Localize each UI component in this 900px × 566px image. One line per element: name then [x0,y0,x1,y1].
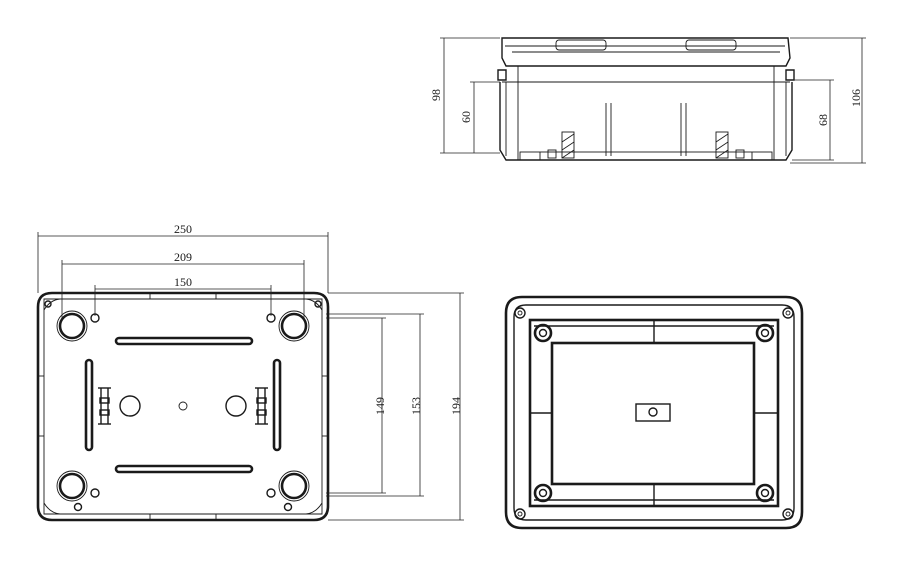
screw-tr [755,323,775,343]
side-view: 98 60 68 106 [429,37,866,164]
center-lock [635,403,671,422]
dim-194: 194 [449,397,463,415]
dim-149: 149 [373,397,387,415]
front-view-outline [504,295,804,530]
dim-153: 153 [409,397,423,415]
slot-left [84,358,94,452]
front-view-window [550,341,756,486]
screw-bl [533,483,553,503]
screw-tl [533,323,553,343]
front-view-frame [528,318,780,508]
side-view-body [499,82,793,161]
back-view: 250 209 150 149 153 194 [36,222,464,522]
slot-top [114,336,254,346]
mount-hole-bl [58,472,86,500]
mount-hole-br [280,472,308,500]
back-view-outline [36,291,330,522]
dim-106: 106 [849,89,863,107]
dim-68: 68 [816,114,830,126]
slot-bottom [114,464,254,474]
dim-98: 98 [429,89,443,101]
side-view-lid [501,37,791,67]
slot-right [272,358,282,452]
dim-60: 60 [459,111,473,123]
dim-209: 209 [174,250,192,264]
mount-hole-tl [58,312,86,340]
dim-150: 150 [174,275,192,289]
mount-hole-tr [280,312,308,340]
screw-br [755,483,775,503]
front-view [504,295,804,530]
dim-250: 250 [174,222,192,236]
